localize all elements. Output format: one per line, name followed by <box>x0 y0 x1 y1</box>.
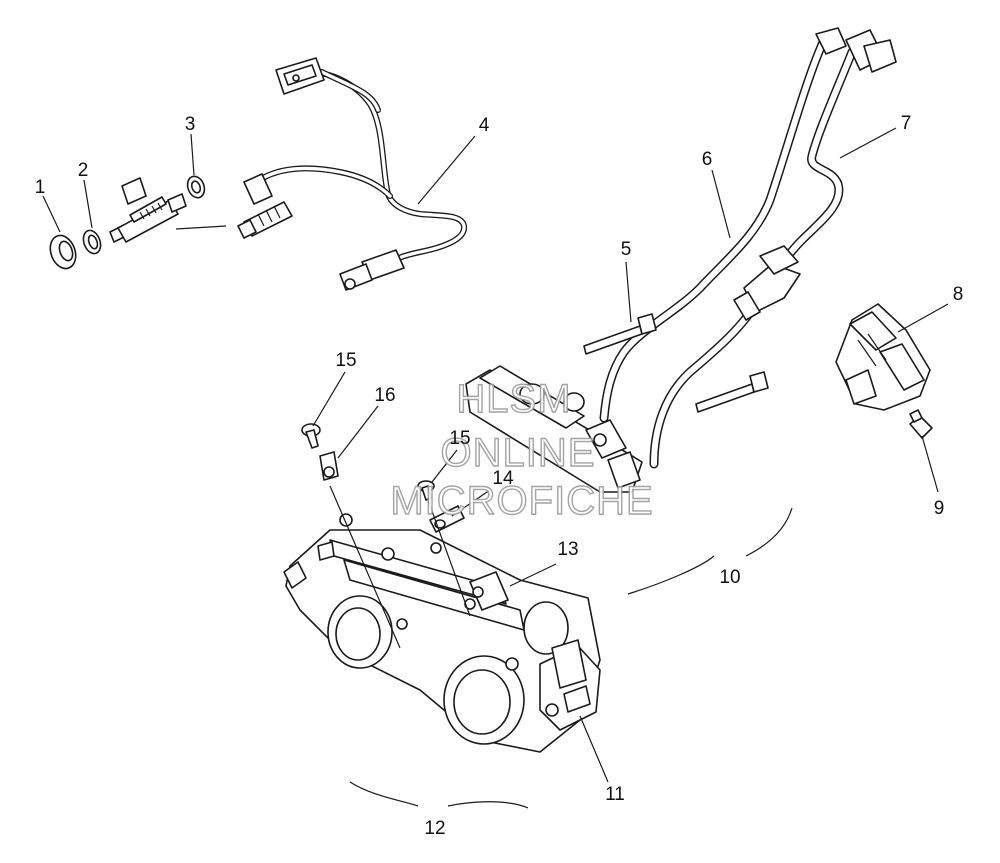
watermark-line-3: MICROFICHE <box>390 479 653 523</box>
watermark: HLSM ONLINE MICROFICHE <box>390 376 654 523</box>
callout-12: 12 <box>424 818 445 839</box>
seal-part-1 <box>49 234 77 270</box>
clamp-part-14 <box>429 505 465 533</box>
watermark-line-2: ONLINE <box>441 431 596 475</box>
callout-1: 1 <box>35 177 46 198</box>
o-ring-part-3 <box>186 175 206 199</box>
screw-part-15-upper <box>301 423 321 449</box>
fuel-line-part-7 <box>649 29 897 469</box>
callout-16: 16 <box>374 385 395 406</box>
wiring-harness-part-4 <box>237 57 467 291</box>
fuel-line-part-6 <box>599 27 847 423</box>
callout-9: 9 <box>934 498 945 519</box>
bolt-rail-right <box>695 371 769 413</box>
sensor-part-11 <box>539 639 601 731</box>
callout-2: 2 <box>78 160 89 181</box>
callout-13: 13 <box>557 539 578 560</box>
callout-11: 11 <box>605 784 625 805</box>
valve-part-13 <box>469 571 509 611</box>
screw-part-15-lower <box>417 480 435 501</box>
clamp-part-16 <box>319 451 339 481</box>
fuel-rail <box>465 365 643 493</box>
o-ring-part-2 <box>82 229 102 255</box>
callout-15-upper: 15 <box>335 350 356 371</box>
watermark-line-1: HLSM <box>456 377 571 421</box>
bolt-part-9 <box>909 409 933 439</box>
callout-5: 5 <box>621 239 632 260</box>
callout-labels: 1 2 3 4 5 6 7 8 9 10 11 12 13 14 15 15 1… <box>35 113 964 839</box>
callout-7: 7 <box>901 113 912 134</box>
leader-lines <box>42 127 949 809</box>
fuel-injector-left <box>109 177 187 243</box>
callout-8: 8 <box>953 284 964 305</box>
callout-4: 4 <box>479 115 490 136</box>
callout-3: 3 <box>185 114 196 135</box>
bolt-part-5 <box>583 313 657 355</box>
callout-10: 10 <box>719 567 740 588</box>
callout-14: 14 <box>492 468 514 489</box>
callout-6: 6 <box>702 149 713 170</box>
callout-15-lower: 15 <box>449 428 470 449</box>
throttle-body-part-12 <box>283 513 601 753</box>
regulator-part-8 <box>835 303 931 411</box>
